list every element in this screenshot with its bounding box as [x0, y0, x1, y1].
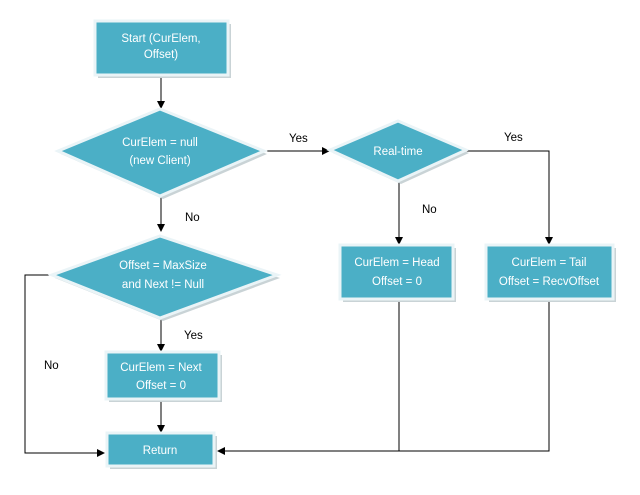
- edge-tail-to-return: [217, 300, 550, 455]
- edge-label-realtime-yes: Yes: [504, 132, 523, 144]
- offset-maxsize-decision: Offset = MaxSize and Next != Null: [47, 234, 282, 321]
- edge-labels: Yes Yes No No Yes No: [44, 132, 523, 372]
- set-next-label-1: CurElem = Next: [120, 362, 202, 374]
- set-head-label-1: CurElem = Head: [354, 257, 439, 269]
- start-label-1: Start (CurElem,: [121, 33, 200, 45]
- set-head-node: CurElem = Head Offset = 0: [338, 243, 456, 302]
- curelem-null-label-1: CurElem = null: [122, 137, 198, 149]
- edge-label-offset-yes: Yes: [184, 330, 203, 342]
- realtime-label: Real-time: [373, 146, 422, 158]
- connectors: [24, 76, 553, 457]
- edge-offset-no: [24, 274, 105, 457]
- return-node: Return: [105, 431, 217, 469]
- start-node: Start (CurElem, Offset): [93, 19, 231, 78]
- set-tail-node: CurElem = Tail Offset = RecvOffset: [484, 243, 616, 302]
- offset-maxsize-label-2: and Next != Null: [122, 279, 204, 291]
- edge-label-null-no: No: [185, 212, 200, 224]
- edge-realtime-yes: [466, 150, 553, 245]
- offset-maxsize-label-1: Offset = MaxSize: [119, 260, 207, 272]
- set-head-label-2: Offset = 0: [372, 276, 422, 288]
- curelem-null-label-2: (new Client): [129, 155, 191, 167]
- set-tail-label-2: Offset = RecvOffset: [499, 276, 600, 288]
- realtime-decision: Real-time: [326, 119, 470, 184]
- edge-label-null-yes: Yes: [289, 133, 308, 145]
- edge-label-offset-no: No: [44, 360, 59, 372]
- set-tail-label-1: CurElem = Tail: [512, 257, 587, 269]
- return-label: Return: [143, 445, 178, 457]
- set-next-node: CurElem = Next Offset = 0: [104, 350, 222, 402]
- edge-label-realtime-no: No: [422, 204, 437, 216]
- curelem-null-decision: CurElem = null (new Client): [54, 107, 268, 199]
- start-label-2: Offset): [144, 49, 178, 61]
- set-next-label-2: Offset = 0: [136, 380, 186, 392]
